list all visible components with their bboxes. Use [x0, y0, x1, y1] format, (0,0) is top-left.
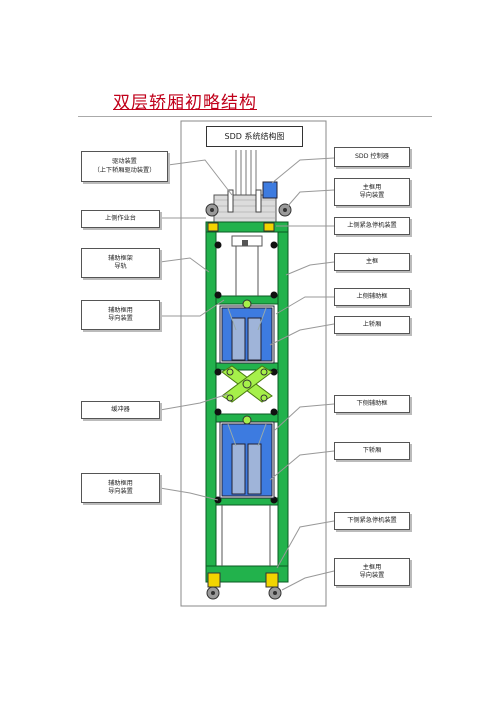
label-line: 主框用 [362, 183, 382, 191]
label-line: 缓冲器 [111, 405, 130, 413]
label-line: 主框用 [362, 563, 382, 571]
label-lower-car: 下轿厢 [334, 442, 410, 460]
upper-safety-right [263, 222, 275, 232]
upper-car-shape [221, 307, 273, 362]
label-line: 驱动装置 [112, 158, 137, 166]
label-line: 上侧紧急停机装置 [347, 221, 397, 229]
label-main-frame-guide-bottom: 主框用 导向装置 [334, 558, 410, 586]
label-aux-frame-rail: 辅助框架 导轨 [81, 248, 160, 278]
label-upper-aux-frame: 上侧辅助框 [334, 288, 410, 306]
label-line: 下侧辅助框 [356, 399, 388, 407]
label-line: 导向装置 [359, 572, 385, 579]
label-main-frame: 主框 [334, 253, 410, 271]
label-sdd-controller: SDD 控制器 [334, 147, 410, 167]
label-line: 辅助框用 [108, 479, 133, 487]
label-line: 导轨 [114, 263, 127, 270]
diagram-border [180, 120, 327, 607]
label-line: 导向装置 [108, 315, 133, 322]
label-line: （上下轿厢驱动装置） [93, 166, 156, 174]
label-line: 导向装置 [359, 192, 385, 199]
label-main-frame-guide-top: 主框用 导向装置 [334, 178, 410, 206]
label-line: 下侧紧急停机装置 [347, 516, 397, 524]
label-line: 上侧辅助框 [356, 292, 388, 300]
title-rule [78, 116, 432, 117]
upper-safety-left [207, 222, 219, 232]
label-upper-platform: 上侧作业台 [81, 210, 160, 228]
sdd-controller-box [262, 181, 278, 199]
label-aux-frame-guide: 辅助框用 导向装置 [81, 300, 160, 330]
label-drive: 驱动装置 （上下轿厢驱动装置） [81, 151, 168, 182]
page-title: 双层轿厢初略结构 [113, 93, 257, 113]
label-aux-frame-guide-2: 辅助框用 导向装置 [81, 473, 160, 503]
label-damper: 缓冲器 [81, 401, 160, 419]
label-upper-safety: 上侧紧急停机装置 [334, 217, 410, 235]
label-line: 下轿厢 [362, 446, 382, 454]
diagram-title: SDD 系统结构图 [206, 126, 303, 147]
leader-lines-left [159, 159, 233, 501]
drive-machine [213, 194, 277, 224]
leader-lines-right [269, 157, 335, 591]
label-line: 导向装置 [108, 488, 133, 495]
label-line: SDD 控制器 [355, 152, 389, 160]
lower-safety-right [265, 572, 279, 588]
label-line: 辅助框架 [108, 254, 133, 262]
label-lower-safety: 下侧紧急停机装置 [334, 512, 410, 530]
main-frame [205, 221, 289, 583]
label-upper-car: 上轿厢 [334, 316, 410, 334]
lower-safety-left [207, 572, 221, 588]
label-line: 辅助框用 [108, 306, 133, 314]
label-lower-aux-frame: 下侧辅助框 [334, 395, 410, 413]
label-line: 上侧作业台 [105, 214, 136, 222]
lower-car-shape [221, 423, 273, 497]
label-line: 主框 [365, 257, 379, 265]
label-line: 上轿厢 [362, 320, 382, 328]
